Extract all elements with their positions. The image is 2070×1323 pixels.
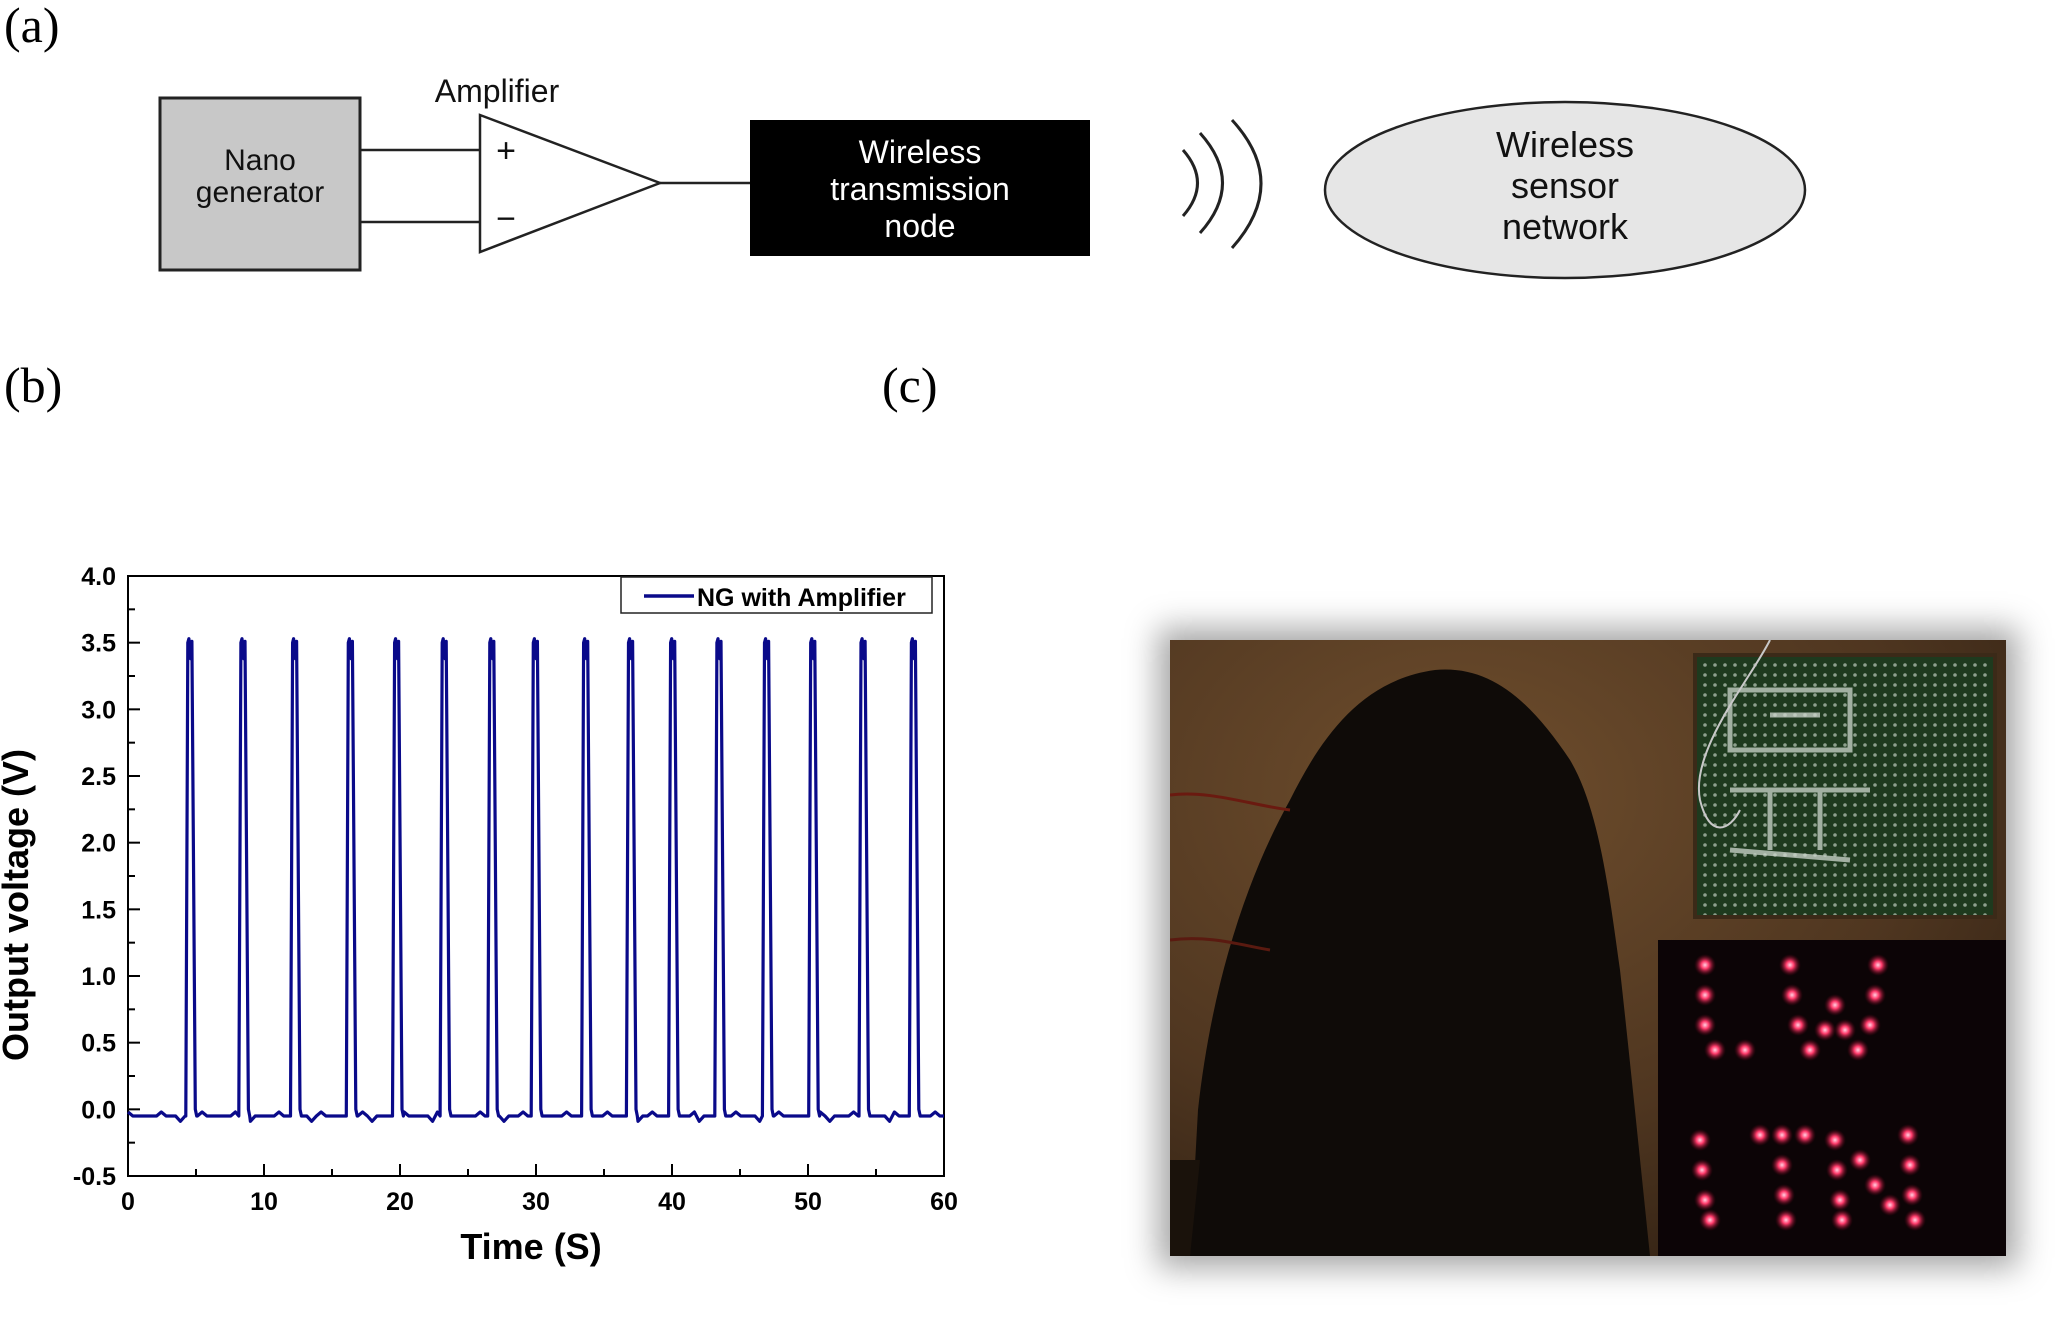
led-dot xyxy=(1694,984,1716,1006)
nano-generator-label-line1: Nano xyxy=(224,144,296,177)
x-tick-label: 10 xyxy=(250,1188,278,1216)
x-tick-label: 50 xyxy=(794,1188,822,1216)
led-dot xyxy=(1864,984,1886,1006)
x-tick-label: 40 xyxy=(658,1188,686,1216)
led-dot xyxy=(1787,1014,1809,1036)
wireless-signal-icon xyxy=(1181,118,1263,249)
x-tick-label: 20 xyxy=(386,1188,414,1216)
led-dot xyxy=(1773,1184,1795,1206)
led-dot xyxy=(1771,1124,1793,1146)
led-dot xyxy=(1849,1149,1871,1171)
sensor-network-label-line2: sensor xyxy=(1511,165,1619,206)
transmission-node-label-line2: transmission xyxy=(830,171,1010,207)
transmission-node-label-line3: node xyxy=(884,208,955,244)
experiment-photo xyxy=(1170,640,2006,1256)
led-dot xyxy=(1734,1039,1756,1061)
led-dot xyxy=(1775,1209,1797,1231)
pcb-solder-pattern xyxy=(1727,687,1870,863)
led-dot xyxy=(1704,1039,1726,1061)
led-dot xyxy=(1694,1014,1716,1036)
led-dot xyxy=(1799,1039,1821,1061)
led-dot xyxy=(1904,1209,1926,1231)
legend-label: NG with Amplifier xyxy=(697,584,906,612)
led-dot xyxy=(1814,1019,1836,1041)
panel-label-c: (c) xyxy=(882,357,938,413)
led-dot xyxy=(1824,994,1846,1016)
sensor-network-label-line1: Wireless xyxy=(1496,124,1634,165)
x-tick-label: 60 xyxy=(930,1188,958,1216)
wire-red xyxy=(1170,792,1291,812)
led-dot xyxy=(1689,1129,1711,1151)
led-dot xyxy=(1859,1014,1881,1036)
amplifier-label: Amplifier xyxy=(435,73,560,109)
amplifier-minus-sign: − xyxy=(496,200,516,238)
chart-axes xyxy=(127,575,945,1177)
led-dot xyxy=(1781,984,1803,1006)
x-axis-title: Time (S) xyxy=(460,1226,601,1267)
led-dot xyxy=(1899,1154,1921,1176)
led-dot xyxy=(1901,1184,1923,1206)
y-tick-labels: -0.5 0.0 0.5 1.0 1.5 2.0 2.5 3.0 3.5 4.0 xyxy=(73,563,116,1191)
led-dot xyxy=(1794,1124,1816,1146)
nano-generator-box xyxy=(158,96,362,272)
shoe-shadow xyxy=(1170,1160,1200,1256)
led-dots xyxy=(1689,954,1926,1231)
transmission-node-label-line1: Wireless xyxy=(859,134,982,170)
y-tick-label: 4.0 xyxy=(81,563,116,591)
led-dot xyxy=(1831,1209,1853,1231)
panel-label-a: (a) xyxy=(4,0,60,53)
sensor-network-label-line3: network xyxy=(1502,206,1629,247)
x-tick-label: 0 xyxy=(121,1188,135,1216)
led-dot xyxy=(1864,1174,1886,1196)
sensor-network-ellipse xyxy=(1323,100,1807,280)
pcb-wires xyxy=(1697,640,1771,829)
shoe-silhouette xyxy=(1190,669,1650,1256)
led-dot xyxy=(1749,1124,1771,1146)
y-tick-label: 0.0 xyxy=(81,1096,116,1124)
amplifier-plus-sign: + xyxy=(496,132,516,170)
led-dot xyxy=(1779,954,1801,976)
led-dot xyxy=(1879,1194,1901,1216)
x-tick-labels: 0 10 20 30 40 50 60 xyxy=(121,1188,958,1216)
chart-legend: NG with Amplifier xyxy=(620,576,933,614)
y-tick-label: 2.5 xyxy=(81,763,116,791)
y-tick-label: 1.5 xyxy=(81,896,116,924)
pcb-board xyxy=(1693,653,1997,919)
led-dot xyxy=(1694,1189,1716,1211)
led-dot xyxy=(1867,954,1889,976)
series-line-ng-with-amplifier xyxy=(126,637,944,1123)
block-diagram: Nano generator Amplifier + − Wireless tr… xyxy=(158,73,1807,280)
led-dot xyxy=(1826,1159,1848,1181)
led-dot xyxy=(1824,1129,1846,1151)
x-tick-label: 30 xyxy=(522,1188,550,1216)
amplifier-triangle-icon xyxy=(478,113,664,254)
photo-icon xyxy=(1170,640,2006,1256)
led-dot xyxy=(1699,1209,1721,1231)
y-tick-label: 3.0 xyxy=(81,696,116,724)
led-dot xyxy=(1694,954,1716,976)
y-tick-label: 0.5 xyxy=(81,1030,116,1058)
nano-generator-label-line2: generator xyxy=(196,176,324,209)
led-dot xyxy=(1829,1189,1851,1211)
led-dot xyxy=(1771,1154,1793,1176)
led-dot xyxy=(1691,1159,1713,1181)
led-dot xyxy=(1834,1019,1856,1041)
y-axis-title: Output voltage (V) xyxy=(0,749,36,1061)
y-tick-label: 2.0 xyxy=(81,830,116,858)
y-tick-label: 3.5 xyxy=(81,630,116,658)
y-tick-label: -0.5 xyxy=(73,1163,116,1191)
wire-red-2 xyxy=(1170,937,1271,952)
voltage-chart: 0 10 20 30 40 50 60 -0.5 0.0 0.5 1.0 1.5 2.0 2.5 3.0 3… xyxy=(0,563,958,1267)
transmission-node-box xyxy=(750,120,1090,256)
y-tick-label: 1.0 xyxy=(81,963,116,991)
led-dot xyxy=(1897,1124,1919,1146)
led-dot xyxy=(1847,1039,1869,1061)
panel-label-b: (b) xyxy=(4,357,63,413)
